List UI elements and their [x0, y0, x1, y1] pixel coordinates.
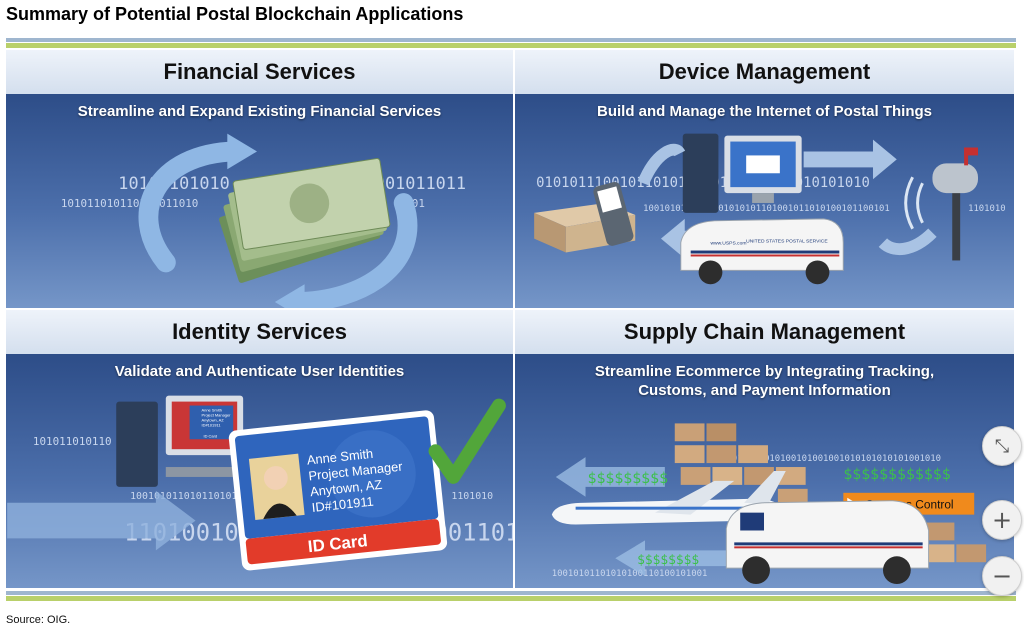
van-label: UNITED STATES POSTAL SERVICE	[746, 239, 828, 245]
id-name: Anne Smith	[306, 446, 374, 468]
delivery-van-icon: UNITED STATES POSTAL SERVICE www.USPS.co…	[680, 218, 844, 285]
cycle-arrows-icon	[138, 133, 418, 308]
applications-grid: Financial Services 10101101010 110100101…	[6, 50, 1016, 590]
page-title: Summary of Potential Postal Blockchain A…	[6, 4, 464, 24]
monitor-card-text: Anytown, AZ	[201, 417, 224, 422]
money-text: $$$$$$$$$	[588, 469, 669, 487]
minus-icon: −	[991, 562, 1013, 590]
quadrant-subtitle: Streamline Ecommerce by Integrating Trac…	[515, 362, 1014, 400]
checkmark-icon	[428, 398, 506, 484]
bottom-divider	[6, 591, 1016, 601]
financial-illustration: 10101101010 1101001011011 10101101011010…	[61, 133, 466, 308]
quadrant-header: Identity Services	[6, 310, 513, 354]
money-arrow-bottom-icon	[615, 540, 735, 577]
id-number: ID#101911	[311, 494, 374, 515]
quadrant-body: 101011010110 100101011010110101 1101010 …	[6, 354, 513, 588]
svg-text:Anne Smith Project: Anne Smith Project Manager Anytown, AZ I…	[201, 408, 231, 428]
identity-illustration: 101011010110 100101011010110101 1101010 …	[7, 395, 513, 571]
scanner-icon	[593, 181, 634, 246]
quadrant-header: Financial Services	[6, 50, 513, 94]
quadrant-header: Supply Chain Management	[515, 310, 1014, 354]
computer-icon	[682, 133, 802, 213]
binary-text: 100101011010110101	[130, 491, 237, 502]
quadrant-header: Device Management	[515, 50, 1014, 94]
quadrant-identity-services: Identity Services 101011010110 100101011…	[6, 310, 515, 590]
monitor-card-text: Anne Smith	[201, 408, 221, 413]
binary-text: 1001010110010100101001001010101010101001…	[710, 454, 941, 464]
money-stack-icon	[219, 158, 391, 283]
mailbox-icon	[904, 147, 979, 261]
binary-text: 101011010110	[33, 435, 112, 448]
zoom-out-button[interactable]: −	[982, 556, 1022, 596]
van-url: www.USPS.com	[711, 241, 747, 247]
monitor-card-text: ID#101911	[201, 422, 220, 427]
quadrant-financial-services: Financial Services 10101101010 110100101…	[6, 50, 515, 310]
binary-text: 1001010110101101010101101001011010100101…	[643, 204, 890, 214]
binary-text: 1101010	[968, 204, 1006, 214]
device-illustration: 0101011100101101011000100110101010101010…	[534, 133, 1006, 285]
monitor-card-text: Project Manager	[201, 412, 231, 417]
computer-icon: Anne Smith Project Manager Anytown, AZ I…	[116, 395, 246, 487]
quadrant-subtitle: Streamline and Expand Existing Financial…	[77, 103, 442, 120]
zoom-in-button[interactable]: +	[982, 500, 1022, 540]
fit-screen-icon: ⤡	[994, 435, 1010, 457]
airplane-icon	[551, 471, 786, 525]
flow-arrow-icon	[7, 490, 196, 551]
money-text: $$$$$$$$	[637, 553, 699, 568]
monitor-card-label: ID Card	[203, 433, 217, 438]
source-note: Source: OIG.	[6, 614, 71, 626]
plus-icon: +	[991, 506, 1013, 534]
binary-text: 1101010	[451, 491, 493, 502]
quadrant-subtitle: Validate and Authenticate User Identitie…	[114, 363, 405, 380]
id-card: Anne Smith Project Manager Anytown, AZ I…	[228, 410, 448, 571]
delivery-van-icon	[725, 500, 930, 585]
quadrant-subtitle: Build and Manage the Internet of Postal …	[596, 103, 933, 120]
subtitle-line: Customs, and Payment Information	[638, 382, 891, 399]
binary-text: 101011010110101011010	[61, 197, 199, 210]
subtitle-line: Streamline Ecommerce by Integrating Trac…	[594, 363, 935, 380]
money-text: $$$$$$$$$$$$	[843, 465, 950, 483]
quadrant-body: 0101011100101101011000100110101010101010…	[515, 94, 1014, 308]
top-divider	[6, 38, 1016, 48]
money-arrow-left-icon	[555, 457, 665, 497]
quadrant-body: 1001010110010100101001001010101010101001…	[515, 354, 1014, 588]
fit-screen-button[interactable]: ⤡	[982, 426, 1022, 466]
quadrant-body: 10101101010 1101001011011 10101101011010…	[6, 94, 513, 308]
quadrant-supply-chain-management: Supply Chain Management 1001010110010100…	[515, 310, 1016, 590]
supply-chain-illustration: 1001010110010100101001001010101010101001…	[551, 423, 987, 585]
quadrant-device-management: Device Management 0101011100101101011000…	[515, 50, 1016, 310]
binary-text: 10010101101010100110100101001	[552, 569, 708, 579]
